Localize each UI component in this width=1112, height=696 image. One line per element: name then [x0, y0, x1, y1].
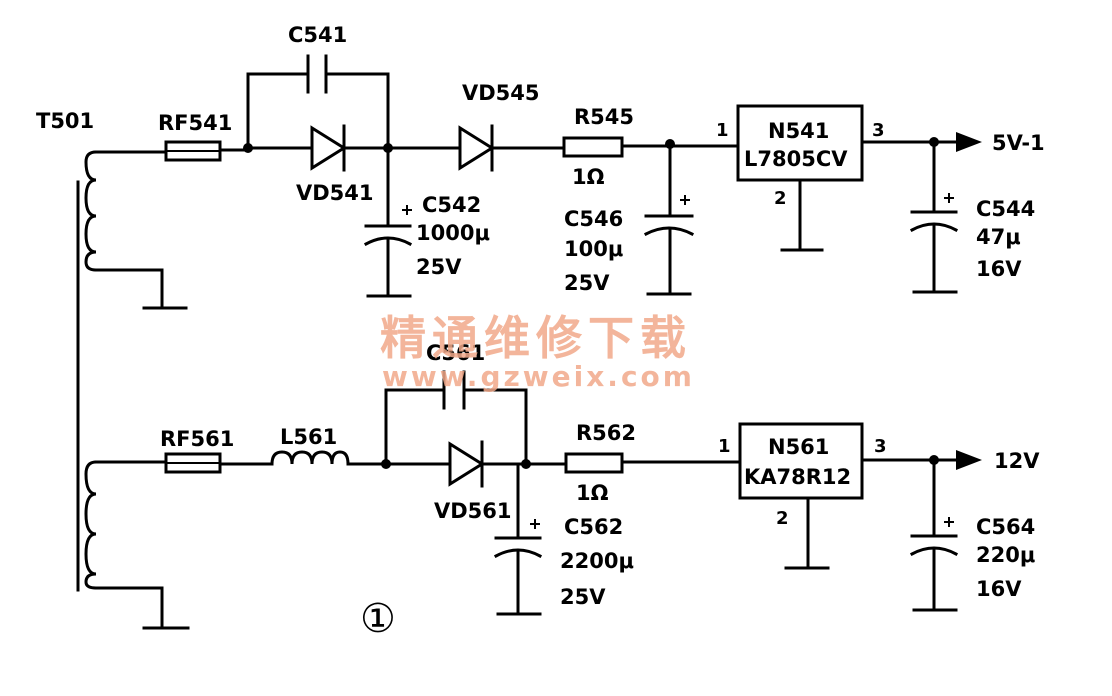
capacitor-c541: [306, 54, 328, 94]
capacitor-c544: [909, 193, 959, 233]
regulator-n561: [738, 422, 864, 500]
regulator-label: N561: [768, 435, 829, 459]
capacitor-voltage: 25V: [560, 585, 606, 609]
diode-vd561: [448, 440, 485, 488]
fuse-label: RF541: [158, 111, 232, 135]
capacitor-voltage: 25V: [564, 271, 610, 295]
capacitor-c542: [363, 205, 413, 247]
capacitor-c562: [493, 519, 543, 559]
capacitor-label: C564: [976, 515, 1035, 539]
resistor-value: 1Ω: [572, 165, 605, 189]
capacitor-label: C544: [976, 197, 1035, 221]
pin-number: 1: [716, 120, 729, 141]
diode-label: VD561: [434, 499, 512, 523]
capacitor-value: 47μ: [976, 225, 1021, 249]
capacitor-label: C546: [564, 207, 623, 231]
capacitor-label: C561: [426, 341, 485, 365]
resistor-r545: [562, 136, 624, 158]
capacitor-voltage: 16V: [976, 257, 1022, 281]
inductor-label: L561: [280, 425, 337, 449]
transformer-t501: [76, 150, 110, 592]
lower-circuit: [94, 370, 982, 630]
capacitor-c546: [643, 195, 695, 237]
figure-number: ①: [360, 596, 396, 642]
capacitor-label: C542: [422, 193, 481, 217]
capacitor-voltage: 25V: [416, 255, 462, 279]
fuse-label: RF561: [160, 427, 234, 451]
pin-number: 2: [774, 188, 787, 209]
capacitor-voltage: 16V: [976, 577, 1022, 601]
resistor-value: 1Ω: [576, 481, 609, 505]
regulator-part: KA78R12: [744, 465, 851, 489]
pin-number: 3: [874, 436, 887, 457]
capacitor-value: 100μ: [564, 237, 623, 261]
regulator-n541: [736, 104, 864, 182]
pin-number: 3: [872, 120, 885, 141]
capacitor-label: C541: [288, 23, 347, 47]
node: [521, 459, 531, 469]
upper-winding: [84, 150, 110, 272]
diode-label: VD541: [296, 181, 374, 205]
resistor-r562: [564, 452, 624, 474]
diode-label: VD545: [462, 81, 540, 105]
regulator-part: L7805CV: [744, 147, 848, 171]
pin-number: 2: [776, 508, 789, 529]
output-label: 12V: [994, 449, 1040, 473]
output-label: 5V-1: [992, 131, 1045, 155]
capacitor-c564: [909, 517, 959, 557]
capacitor-value: 1000μ: [416, 221, 490, 245]
resistor-label: R562: [576, 421, 636, 445]
capacitor-label: C562: [564, 515, 623, 539]
output-arrow: [956, 450, 982, 470]
regulator-label: N541: [768, 119, 829, 143]
capacitor-value: 2200μ: [560, 549, 634, 573]
output-arrow: [956, 132, 982, 152]
diode-vd541: [310, 124, 347, 172]
upper-circuit: [94, 54, 982, 310]
capacitor-value: 220μ: [976, 543, 1035, 567]
lower-winding: [84, 460, 110, 590]
watermark-title: 精通维修下载: [380, 311, 692, 365]
capacitor-c561: [442, 370, 466, 410]
resistor-label: R545: [574, 105, 634, 129]
watermark-url: www.gzweix.com: [382, 360, 695, 393]
inductor-l561: [270, 450, 350, 466]
transformer-label: T501: [36, 109, 94, 133]
diode-vd545: [458, 124, 495, 172]
pin-number: 1: [718, 436, 731, 457]
